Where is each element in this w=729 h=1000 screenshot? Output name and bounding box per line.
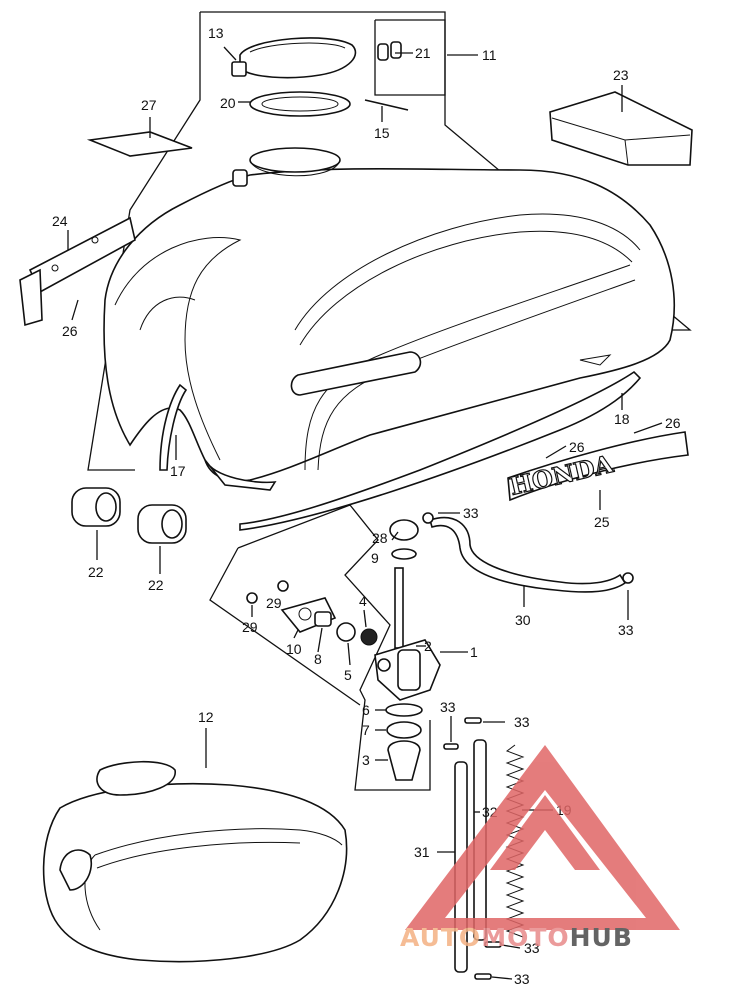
callout-7: 7 — [362, 722, 370, 738]
callout-6: 6 — [362, 702, 370, 718]
callout-2: 2 — [424, 638, 432, 654]
callout-13: 13 — [208, 25, 224, 41]
callout-31: 31 — [414, 844, 430, 860]
callout-26-left: 26 — [62, 323, 78, 339]
callout-33-top: 33 — [463, 505, 479, 521]
pin — [364, 99, 409, 111]
filler-cap — [231, 37, 357, 79]
callout-26-mid: 26 — [569, 439, 585, 455]
decal — [86, 131, 193, 157]
watermark-moto: MOTO — [481, 923, 569, 952]
callout-20: 20 — [220, 95, 236, 111]
callout-22-left: 22 — [88, 564, 104, 580]
callout-29-top: 29 — [266, 595, 282, 611]
watermark-auto: AUTO — [400, 923, 481, 952]
rubber-strip — [239, 370, 642, 531]
callout-4: 4 — [359, 593, 367, 609]
callout-22-right: 22 — [148, 577, 164, 593]
callout-8: 8 — [314, 651, 322, 667]
watermark: AUTOMOTOHUB — [400, 745, 680, 952]
clip-pair — [377, 41, 402, 61]
callout-17: 17 — [170, 463, 186, 479]
rubber-seal — [159, 383, 188, 471]
leader-lines — [67, 46, 663, 980]
callout-21: 21 — [415, 45, 431, 61]
watermark-triangle-icon — [405, 745, 680, 930]
callout-23: 23 — [613, 67, 629, 83]
callout-30: 30 — [515, 612, 531, 628]
callout-15: 15 — [374, 125, 390, 141]
watermark-hub: HUB — [570, 923, 633, 952]
fuel-hose — [429, 516, 627, 593]
callout-12: 12 — [198, 709, 214, 725]
hose-clips — [443, 717, 502, 980]
honda-emblem: HONDA — [506, 431, 689, 501]
callout-33-b: 33 — [514, 714, 530, 730]
callout-25: 25 — [594, 514, 610, 530]
tank-variant — [42, 760, 348, 963]
callout-24: 24 — [52, 213, 68, 229]
callout-1: 1 — [470, 644, 478, 660]
callout-3: 3 — [362, 752, 370, 768]
callout-26-right: 26 — [665, 415, 681, 431]
cushion-rubbers — [71, 487, 187, 544]
callout-numbers: 13 20 21 11 11 15 27 23 24 26 17 18 26 2… — [52, 25, 681, 987]
callout-18: 18 — [614, 411, 630, 427]
callout-28: 28 — [372, 530, 388, 546]
callout-33-c: 33 — [524, 940, 540, 956]
fuel-valve — [374, 519, 441, 781]
callout-11b: 11 — [482, 47, 497, 63]
svg-text:AUTOMOTOHUB: AUTOMOTOHUB — [400, 923, 633, 952]
battery-box — [549, 91, 693, 166]
callout-33-a: 33 — [440, 699, 456, 715]
valve-gasket-plate — [246, 580, 378, 646]
callout-33-d: 33 — [514, 971, 530, 987]
callout-9: 9 — [371, 550, 379, 566]
callout-33-right: 33 — [618, 622, 634, 638]
fuel-tank — [103, 147, 675, 491]
callout-27: 27 — [141, 97, 157, 113]
callout-29-left: 29 — [242, 619, 258, 635]
gasket — [249, 91, 351, 117]
callout-10: 10 — [286, 641, 302, 657]
bracket — [19, 216, 136, 327]
callout-5: 5 — [344, 667, 352, 683]
